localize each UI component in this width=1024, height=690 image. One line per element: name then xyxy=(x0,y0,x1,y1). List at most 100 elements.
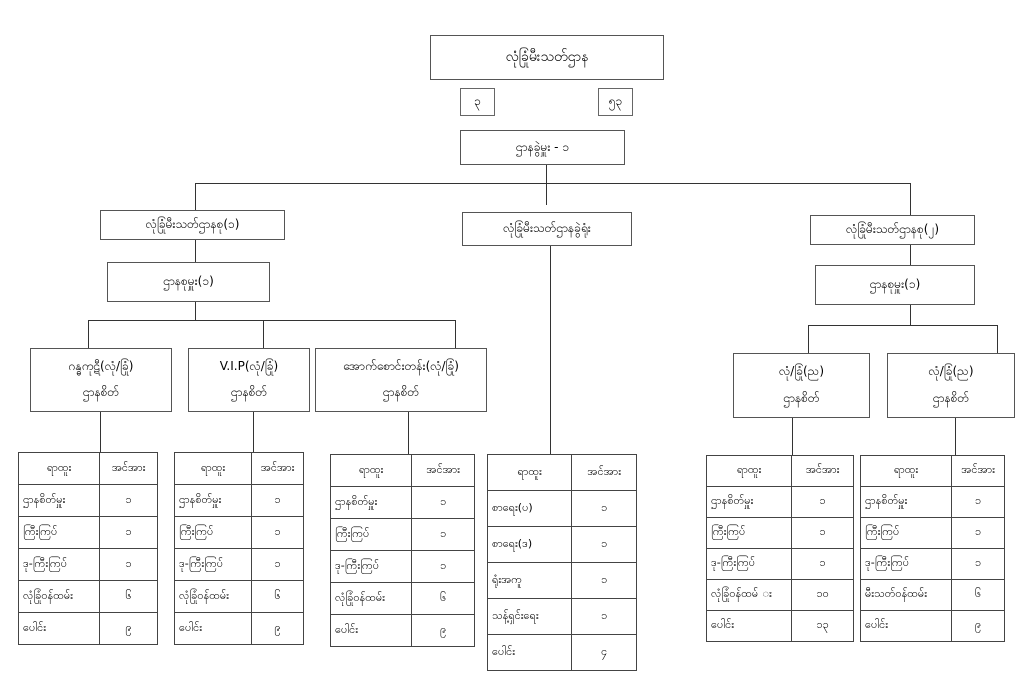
count-cell: ၁ xyxy=(99,548,158,581)
position-cell: ဌာနစိတ်မှူး xyxy=(705,486,793,518)
header-cell: အင်အား xyxy=(571,454,637,491)
count-cell: ၁ xyxy=(411,486,475,519)
position-cell: လုံခြုံဝန်ထမ်း xyxy=(17,580,101,613)
position-cell: လုံခြုံဝန်ထမ်း xyxy=(173,580,253,613)
unit-box: V.I.P(လုံ/ခြုံ) ဌာနစိတ် xyxy=(188,348,310,412)
count-cell: ၉ xyxy=(251,612,304,645)
unit-type: ဌာနစိတ် xyxy=(82,385,120,400)
branch-box-left: လုံခြုံမီးသတ်ဌာနစု(၁) xyxy=(100,210,285,240)
connector-line xyxy=(808,325,809,353)
department-title: လုံခြုံမီးသတ်ဌာန xyxy=(505,49,589,65)
count-cell: ၁ xyxy=(571,490,637,527)
table-row: မီးသတ်ဝန်ထမ်း၆ xyxy=(859,579,1005,611)
unit-name: လုံ/ခြုံ(ည) xyxy=(778,364,825,378)
branch-box-center: လုံခြုံမီးသတ်ဌာနခွဲရုံး xyxy=(462,212,632,246)
position-cell: စာရေး(ပ) xyxy=(486,490,573,527)
count-cell: ၆ xyxy=(411,582,475,615)
table-row: ပေါင်း၉ xyxy=(329,614,475,647)
connector-line xyxy=(88,320,456,321)
count-cell: ၁ xyxy=(411,550,475,583)
table-row: ပေါင်း၁၃ xyxy=(705,610,854,642)
branch-left-label: လုံခြုံမီးသတ်ဌာနစု(၁) xyxy=(145,217,240,231)
count-cell: ၁ xyxy=(571,598,637,635)
count-cell: ၁ xyxy=(951,548,1005,580)
connector-line xyxy=(408,412,409,454)
connector-line xyxy=(792,418,793,456)
staff-table: ရာထူးအင်အား စာရေး(ပ)၁ စာရေး(ဒ)၁ ရုံးအကူ၁… xyxy=(486,454,637,671)
unit-name: လုံ/ခြုံ(ည) xyxy=(928,364,974,378)
connector-line xyxy=(910,183,911,215)
position-cell: လုံခြုံဝန်ထမ်း xyxy=(329,582,413,615)
table-row: ဒု-ကြီးကြပ်၁ xyxy=(705,548,854,580)
head-box: ဌာနခွဲမှူး - ၁ xyxy=(460,130,625,165)
count-cell: ၁ xyxy=(951,486,1005,518)
count-cell: ၁ xyxy=(251,548,304,581)
position-cell: ဌာနစိတ်မှူး xyxy=(17,484,101,517)
connector-line xyxy=(263,320,264,348)
connector-line xyxy=(88,320,89,348)
small-count-right: ၅၃ xyxy=(608,94,623,108)
department-title-box: လုံခြုံမီးသတ်ဌာန xyxy=(430,35,664,80)
count-cell: ၁၀ xyxy=(791,579,854,611)
header-cell: ရာထူး xyxy=(859,455,953,487)
table-row: ပေါင်း၉ xyxy=(859,610,1005,642)
table-row: ဌာနစိတ်မှူး၁ xyxy=(173,484,304,517)
unit-name: V.I.P(လုံ/ခြုံ) xyxy=(219,358,279,373)
count-cell: ၆ xyxy=(951,579,1005,611)
staff-table: ရာထူးအင်အား ဌာနစိတ်မှူး၁ ကြီးကြပ်၁ ဒု-ကြ… xyxy=(173,452,304,645)
unit-type: ဌာနစိတ် xyxy=(230,385,268,400)
position-cell: ဌာနစိတ်မှူး xyxy=(329,486,413,519)
table-row: ဒု-ကြီးကြပ်၁ xyxy=(329,550,475,583)
staff-table: ရာထူးအင်အား ဌာနစိတ်မှူး၁ ကြီးကြပ်၁ ဒု-ကြ… xyxy=(705,455,854,642)
count-cell: ၁ xyxy=(411,518,475,551)
position-cell: ဌာနစိတ်မှူး xyxy=(859,486,953,518)
staff-table: ရာထူးအင်အား ဌာနစိတ်မှူး၁ ကြီးကြပ်၁ ဒု-ကြ… xyxy=(17,452,158,645)
table-row: ဌာနစိတ်မှူး၁ xyxy=(329,486,475,519)
position-cell: မီးသတ်ဝန်ထမ်း xyxy=(859,579,953,611)
count-cell: ၁ xyxy=(571,526,637,563)
count-cell: ၉ xyxy=(99,612,158,645)
position-cell: ဒု-ကြီးကြပ် xyxy=(859,548,953,580)
connector-line xyxy=(195,183,911,184)
table-row: လုံခြုံဝန်ထမ်း၆ xyxy=(17,580,158,613)
position-cell: ဒု-ကြီးကြပ် xyxy=(329,550,413,583)
position-cell: သန့်ရှင်းရေး xyxy=(486,598,573,635)
connector-line xyxy=(195,183,196,210)
table-header-row: ရာထူးအင်အား xyxy=(705,455,854,487)
head-label: ဌာနခွဲမှူး - ၁ xyxy=(515,139,570,154)
table-row: ပေါင်း၉ xyxy=(17,612,158,645)
count-cell: ၁ xyxy=(571,562,637,599)
connector-line xyxy=(253,412,254,454)
connector-line xyxy=(997,325,998,353)
connector-line xyxy=(955,418,956,456)
connector-line xyxy=(808,325,998,326)
position-cell: ကြီးကြပ် xyxy=(859,517,953,549)
connector-line xyxy=(546,165,547,205)
header-cell: ရာထူး xyxy=(17,452,101,485)
unit-box: လုံ/ခြုံ(ည) ဌာနစိတ် xyxy=(733,353,870,418)
position-cell: ရုံးအကူ xyxy=(486,562,573,599)
unit-box: ဂန္ဓကုဋီ(လုံ/ခြုံ) ဌာနစိတ် xyxy=(30,348,172,412)
position-cell: ပေါင်း xyxy=(173,612,253,645)
small-count-box-left: ၃ xyxy=(460,88,495,116)
count-cell: ၉ xyxy=(411,614,475,647)
table-row: ပေါင်း၄ xyxy=(486,634,637,671)
count-cell: ၁၃ xyxy=(791,610,854,642)
count-cell: ၆ xyxy=(99,580,158,613)
position-cell: ကြီးကြပ် xyxy=(705,517,793,549)
position-cell: ဒု-ကြီးကြပ် xyxy=(705,548,793,580)
position-cell: ဒု-ကြီးကြပ် xyxy=(17,548,101,581)
staff-table: ရာထူးအင်အား ဌာနစိတ်မှူး၁ ကြီးကြပ်၁ ဒု-ကြ… xyxy=(859,455,1005,642)
header-cell: ရာထူး xyxy=(173,452,253,485)
position-cell: ပေါင်း xyxy=(329,614,413,647)
table-row: လုံခြုံဝန်ထမ် း၁၀ xyxy=(705,579,854,611)
table-row: ဌာနစိတ်မှူး၁ xyxy=(705,486,854,518)
connector-line xyxy=(550,246,551,454)
table-row: ဌာနစိတ်မှူး၁ xyxy=(859,486,1005,518)
count-cell: ၁ xyxy=(99,516,158,549)
position-cell: ကြီးကြပ် xyxy=(17,516,101,549)
count-cell: ၄ xyxy=(571,634,637,671)
count-cell: ၆ xyxy=(251,580,304,613)
unit-name: ဂန္ဓကုဋီ(လုံ/ခြုံ) xyxy=(68,358,134,373)
